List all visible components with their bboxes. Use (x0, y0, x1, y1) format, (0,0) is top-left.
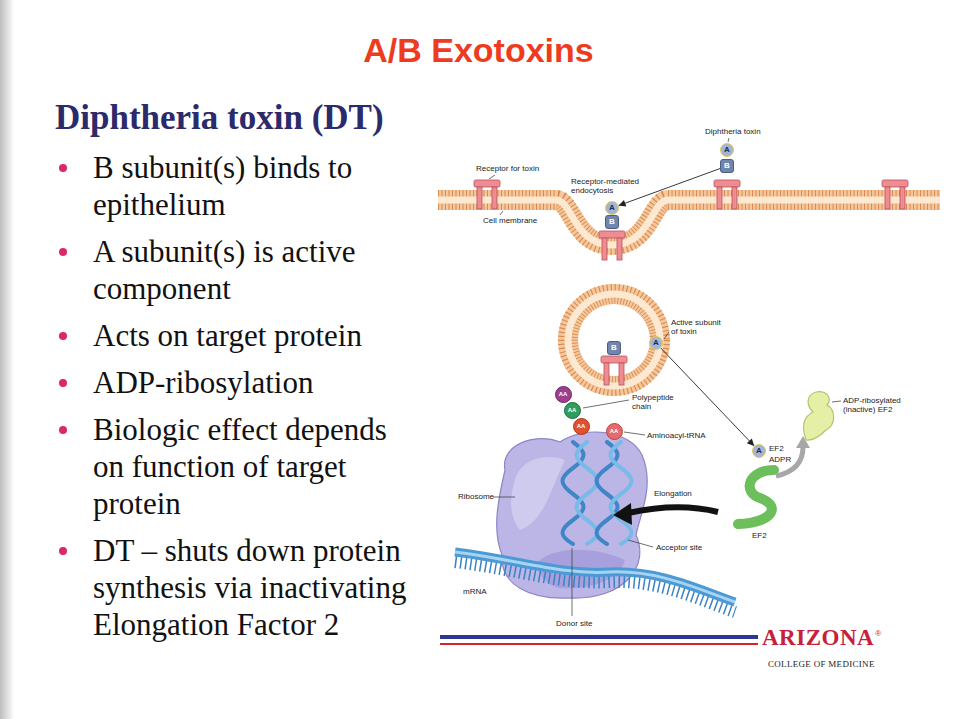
toxin-receptor (474, 180, 500, 209)
mrna-strand (455, 552, 735, 612)
node-text: B (724, 162, 730, 170)
trna-helix (563, 442, 632, 544)
bullet-text: Acts on target protein (93, 317, 423, 354)
bullet-list: B subunit(s) binds to epithelium A subuni… (93, 149, 433, 653)
toxin-receptor (714, 180, 740, 209)
bullet-text: Biologic effect depends on function of t… (93, 411, 393, 522)
edge-shade (0, 0, 14, 719)
amino-acid: AA (555, 386, 572, 403)
callout-label: Polypeptide chain (632, 393, 680, 411)
logo-subtitle: COLLEGE OF MEDICINE (768, 659, 875, 669)
callout-label: ADP-ribosylated (inactive) EF2 (843, 396, 907, 414)
bullet-dot (59, 332, 67, 340)
bullet-dot (59, 164, 67, 172)
bullet-item: ADP-ribosylation (93, 364, 423, 401)
node-text: AA (568, 407, 577, 413)
node-text: AA (610, 428, 619, 434)
callout-label: mRNA (463, 587, 487, 596)
ef2-protein (738, 470, 774, 524)
bullet-text: ADP-ribosylation (93, 364, 423, 401)
node-text: A (609, 204, 615, 212)
bullet-text: B subunit(s) binds to epithelium (93, 149, 423, 223)
bullet-dot (59, 379, 67, 387)
callout-label: Elongation (654, 489, 692, 498)
node-text: B (609, 218, 615, 226)
logo-rule (440, 643, 758, 645)
toxin-a-subunit: A (649, 336, 663, 350)
toxin-receptor (599, 231, 625, 260)
callout-label: Diphtheria toxin (705, 127, 761, 136)
leader-line (489, 138, 841, 616)
bullet-text: A subunit(s) is active component (93, 233, 423, 307)
bullet-dot (59, 426, 67, 434)
callout-label: Acceptor site (656, 543, 702, 552)
callout-label: EF2 (769, 444, 784, 453)
arrow-head (619, 200, 627, 207)
node-text: A (653, 339, 659, 347)
toxin-a-subunit: A (605, 201, 619, 215)
callout-label: Cell membrane (483, 216, 537, 225)
slide-title: A/B Exotoxins (0, 30, 957, 71)
callout-label: Donor site (556, 619, 592, 628)
toxin-b-subunit: B (607, 341, 621, 355)
bullet-item: Biologic effect depends on function of t… (93, 411, 393, 522)
bullet-text: DT – shuts down protein synthesis via in… (93, 532, 418, 643)
section-heading: Diphtheria toxin (DT) (55, 98, 384, 138)
inactive-ef2 (804, 392, 834, 440)
elongation-arrow (613, 503, 718, 525)
node-text: B (611, 344, 617, 352)
amino-acid: AA (606, 423, 623, 440)
callout-label: Receptor-mediated endocytosis (570, 177, 644, 195)
arrow-head (747, 438, 754, 445)
node-text: AA (577, 423, 586, 429)
toxin-receptor (601, 356, 627, 385)
bullet-item: B subunit(s) binds to epithelium (93, 149, 423, 223)
node-text: A (724, 146, 730, 154)
toxin-b-subunit: B (605, 215, 619, 229)
callout-label: Ribosome (458, 492, 494, 501)
callout-label: Active subunit of toxin (671, 318, 727, 336)
logo-rule (440, 635, 758, 639)
toxin-b-subunit: B (720, 159, 734, 173)
logo-wordmark: ARIZONA (762, 625, 874, 651)
amino-acid: AA (573, 418, 590, 435)
toxin-a-subunit: A (720, 143, 734, 157)
bullet-item: A subunit(s) is active component (93, 233, 423, 307)
amino-acid: AA (564, 402, 581, 419)
endocytic-vesicle (568, 294, 660, 386)
registered-mark: ® (875, 629, 881, 638)
node-text: A (756, 447, 762, 455)
toxin-receptor (882, 180, 908, 209)
bullet-item: Acts on target protein (93, 317, 423, 354)
bullet-item: DT – shuts down protein synthesis via in… (93, 532, 418, 643)
toxin-a-subunit: A (752, 444, 766, 458)
callout-label: Receptor for toxin (476, 164, 539, 173)
bullet-dot (59, 248, 67, 256)
callout-label: Aminoacyl-tRNA (647, 431, 706, 440)
node-text: AA (559, 391, 568, 397)
callout-label: EF2 (752, 531, 767, 540)
callout-label: ADPR (769, 455, 791, 464)
cell-membrane (438, 200, 940, 245)
bullet-dot (59, 547, 67, 555)
